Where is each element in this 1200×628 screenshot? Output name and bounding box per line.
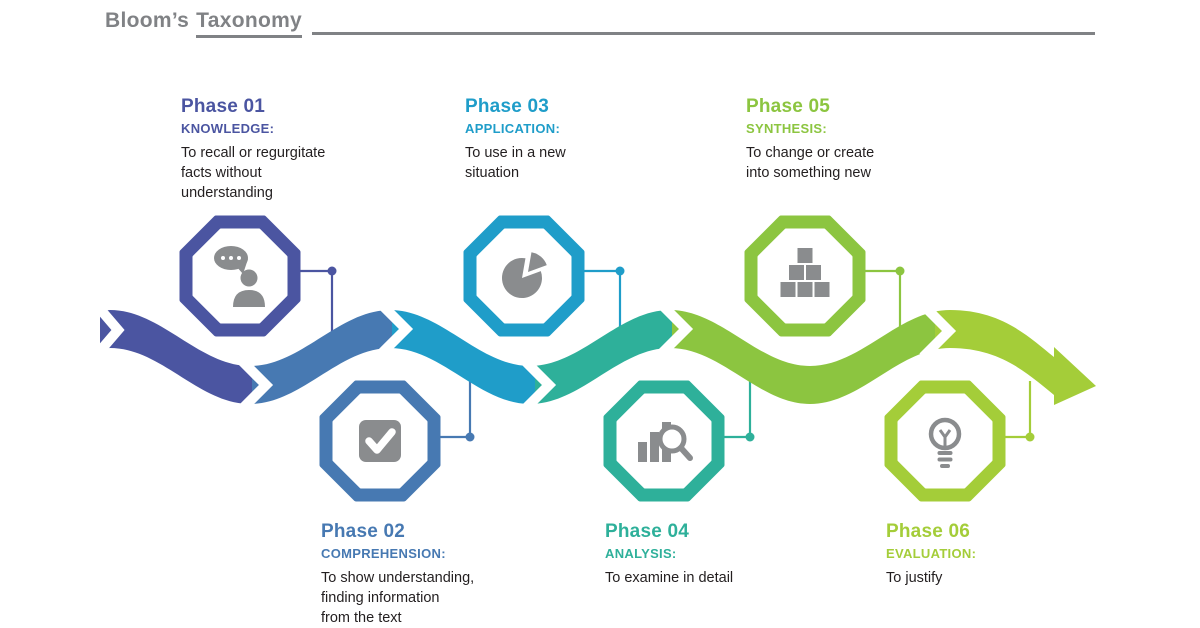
- phase-05-connector-dot: [895, 266, 905, 276]
- title-prefix: Bloom’s: [105, 9, 190, 32]
- phase-02-category: COMPREHENSION:: [321, 546, 446, 561]
- phase-badges: [179, 215, 1006, 502]
- phase-04-description: To examine in detail: [605, 570, 734, 586]
- phase-03-title: Phase 03: [465, 96, 549, 117]
- wave-ribbon: [100, 310, 1096, 405]
- bar-chart-magnifier-icon: [638, 422, 693, 462]
- phase-03-connector-dot: [615, 266, 625, 276]
- lightbulb-icon: [928, 417, 962, 468]
- title-underlined-word: Taxonomy: [196, 9, 303, 39]
- stacked-blocks-icon: [780, 248, 830, 297]
- header: Bloom’s Taxonomy: [105, 9, 1095, 39]
- phase-01-category: KNOWLEDGE:: [181, 121, 275, 136]
- presenter-speech-bubble-icon: [214, 246, 265, 307]
- phase-01-title: Phase 01: [181, 96, 265, 117]
- phase-02-octagon: [319, 380, 441, 502]
- phase-04-connector-dot: [745, 432, 755, 442]
- phase-01-octagon: [179, 215, 301, 337]
- phase-06-connector-dot: [1025, 432, 1035, 442]
- phase-03-block: Phase 03 APPLICATION: To use in a new si…: [465, 96, 630, 183]
- phase-05-block: Phase 05 SYNTHESIS: To change or create …: [746, 96, 921, 183]
- phase-05-description: To change or create into something new: [746, 145, 875, 181]
- phase-02-block: Phase 02 COMPREHENSION: To show understa…: [321, 521, 526, 628]
- phase-02-title: Phase 02: [321, 521, 405, 542]
- phase-connectors: [290, 266, 1035, 442]
- title-rule: [312, 32, 1095, 36]
- phase-06-description: To justify: [886, 570, 943, 586]
- phase-04-category: ANALYSIS:: [605, 546, 677, 561]
- phase-01-description: To recall or regurgitate facts without u…: [181, 145, 326, 201]
- phase-01-block: Phase 01 KNOWLEDGE: To recall or regurgi…: [181, 96, 376, 203]
- phase-03-description: To use in a new situation: [465, 145, 566, 181]
- phase-01-connector-dot: [327, 266, 337, 276]
- phase-04-octagon: [603, 380, 725, 502]
- page-title: Bloom’s Taxonomy: [105, 9, 303, 39]
- phase-04-block: Phase 04 ANALYSIS: To examine in detail: [605, 521, 790, 588]
- phase-02-description: To show understanding, finding informati…: [321, 570, 475, 626]
- phase-06-title: Phase 06: [886, 521, 970, 542]
- phase-04-title: Phase 04: [605, 521, 689, 542]
- phase-02-connector-dot: [465, 432, 475, 442]
- phase-03-octagon: [463, 215, 585, 337]
- phase-06-block: Phase 06 EVALUATION: To justify: [886, 521, 1051, 588]
- phase-05-octagon: [744, 215, 866, 337]
- pie-chart-icon: [501, 252, 547, 298]
- phase-05-title: Phase 05: [746, 96, 830, 117]
- ribbon-chevron-separators: [90, 298, 957, 415]
- phase-05-category: SYNTHESIS:: [746, 121, 828, 136]
- checkmark-icon: [359, 420, 401, 462]
- phase-06-category: EVALUATION:: [886, 546, 977, 561]
- phase-06-octagon: [884, 380, 1006, 502]
- phase-03-category: APPLICATION:: [465, 121, 561, 136]
